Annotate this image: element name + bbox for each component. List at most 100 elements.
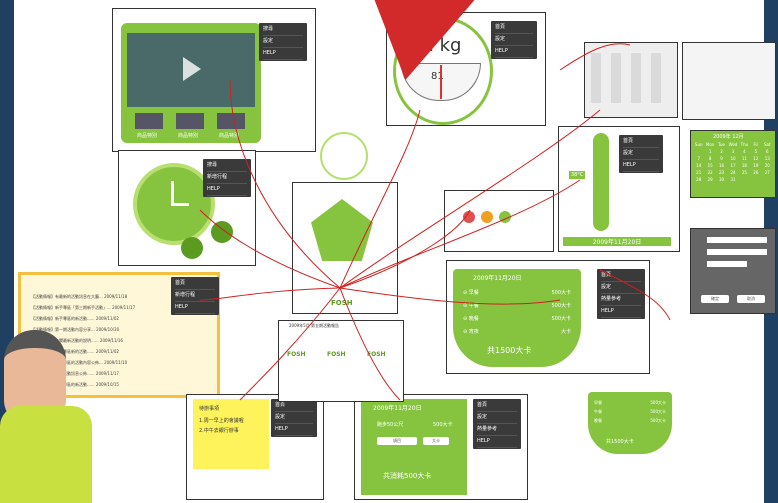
- list-item[interactable]: 【活動情報】第一期活動內容分享... 2009/10/30: [31, 327, 120, 332]
- menu-item[interactable]: HELP: [477, 436, 517, 448]
- calendar-date[interactable]: 27: [764, 170, 770, 175]
- settings-icon-grid[interactable]: [591, 53, 671, 103]
- list-item[interactable]: 【活動情報】新手專區的活動內容公佈... 2009/11/10: [31, 360, 128, 365]
- calendar-date[interactable]: 31: [730, 177, 736, 182]
- video-thumb[interactable]: [135, 113, 163, 129]
- menu-item[interactable]: HELP: [175, 302, 215, 314]
- menu-item[interactable]: 熱量參考: [477, 424, 517, 436]
- calendar-date[interactable]: 30: [719, 177, 725, 182]
- video-thumb[interactable]: [217, 113, 245, 129]
- calendar-date[interactable]: 12: [753, 156, 759, 161]
- list-item[interactable]: 【活動情報】有最新的活動訊息在大廳... 2009/11/18: [31, 294, 128, 299]
- calendar-date[interactable]: 19: [753, 163, 759, 168]
- menu-item[interactable]: 新增行程: [175, 290, 215, 302]
- calendar-date[interactable]: 29: [707, 177, 713, 182]
- calendar-date[interactable]: 22: [707, 170, 713, 175]
- scale-menu[interactable]: 首頁 設定 HELP: [491, 21, 537, 59]
- calendar-date[interactable]: 18: [741, 163, 747, 168]
- calendar-date[interactable]: 13: [764, 156, 770, 161]
- calendar-date[interactable]: 11: [741, 156, 747, 161]
- record-button[interactable]: [181, 237, 203, 259]
- exercise-field[interactable]: 大卡: [423, 437, 449, 445]
- list-item[interactable]: 【活動情報】新手專區「第三期新手活動」... 2009/11/17: [31, 305, 136, 310]
- calendar-date[interactable]: 9: [720, 156, 723, 161]
- play-icon[interactable]: [183, 57, 201, 81]
- calendar-date[interactable]: 3: [731, 149, 735, 154]
- list-menu[interactable]: 首頁 新增行程 HELP: [171, 277, 219, 315]
- menu-item[interactable]: HELP: [495, 46, 533, 58]
- todo-menu[interactable]: 首頁 設定 HELP: [271, 399, 317, 437]
- list-item[interactable]: 【活動情報】有關最新活動的說明...... 2009/11/16: [31, 338, 123, 343]
- menu-item[interactable]: 設定: [601, 282, 641, 294]
- calendar-date[interactable]: 23: [719, 170, 725, 175]
- video-screen[interactable]: [127, 33, 255, 107]
- calendar-date[interactable]: [750, 176, 761, 183]
- menu-item[interactable]: 首頁: [275, 400, 313, 412]
- menu-item[interactable]: 新增行程: [207, 172, 247, 184]
- menu-item[interactable]: 設定: [495, 34, 533, 46]
- menu-item[interactable]: HELP: [601, 306, 641, 318]
- menu-item[interactable]: 設定: [275, 412, 313, 424]
- cancel-button[interactable]: 取消: [737, 295, 765, 303]
- video-menu[interactable]: 搜尋 設定 HELP: [259, 23, 307, 61]
- menu-item[interactable]: HELP: [207, 184, 247, 196]
- calendar-date[interactable]: 8: [708, 156, 712, 161]
- list-item[interactable]: 【活動情報】新手專區的新活動...... 2009/10/15: [31, 382, 119, 387]
- calendar-date[interactable]: 20: [764, 163, 770, 168]
- calendar-date[interactable]: 26: [753, 170, 759, 175]
- meal-menu[interactable]: 首頁 設定 熱量參考 HELP: [597, 269, 645, 319]
- menu-item[interactable]: 首頁: [495, 22, 533, 34]
- calendar-date[interactable]: 15: [707, 163, 713, 168]
- thermo-menu[interactable]: 首頁 設定 HELP: [619, 135, 663, 173]
- video-thumb[interactable]: [176, 113, 204, 129]
- calendar-date[interactable]: 28: [696, 177, 702, 182]
- todo-item[interactable]: 1.周一早上的會議喔: [199, 418, 244, 424]
- calendar-date[interactable]: 1: [708, 149, 712, 154]
- login-field[interactable]: [707, 237, 767, 243]
- calendar-date[interactable]: 16: [719, 163, 725, 168]
- calendar-date[interactable]: 2: [720, 149, 723, 154]
- exercise-field[interactable]: 項目: [377, 437, 417, 445]
- menu-item[interactable]: 首頁: [601, 270, 641, 282]
- calendar-date[interactable]: 14: [696, 163, 702, 168]
- calendar-date[interactable]: 17: [730, 163, 736, 168]
- calendar-date[interactable]: 24: [730, 170, 736, 175]
- menu-item[interactable]: 設定: [477, 412, 517, 424]
- menu-item[interactable]: 搜尋: [263, 24, 303, 36]
- menu-item[interactable]: 首頁: [623, 136, 659, 148]
- menu-item[interactable]: 首頁: [175, 278, 215, 290]
- calendar-date[interactable]: 10: [730, 156, 736, 161]
- calendar-date[interactable]: 6: [766, 149, 769, 154]
- menu-item[interactable]: 首頁: [477, 400, 517, 412]
- list-item[interactable]: 【活動情報】新手專區新的活動...... 2009/11/02: [31, 349, 119, 354]
- menu-item[interactable]: 熱量參考: [601, 294, 641, 306]
- menu-item[interactable]: HELP: [263, 48, 303, 60]
- menu-item[interactable]: 設定: [623, 148, 659, 160]
- calendar-date[interactable]: [693, 148, 704, 155]
- menu-item[interactable]: 搜尋: [207, 160, 247, 172]
- calendar-date[interactable]: 7: [697, 156, 700, 161]
- list-item[interactable]: 【活動情報】新手專區的新活動...... 2009/11/02: [31, 316, 119, 321]
- menu-item[interactable]: HELP: [275, 424, 313, 436]
- meal-row[interactable]: ⊖ 宵夜大卡: [463, 326, 571, 339]
- calendar-date[interactable]: [739, 176, 750, 183]
- clock-menu[interactable]: 搜尋 新增行程 HELP: [203, 159, 251, 197]
- calendar-date[interactable]: 5: [754, 149, 758, 154]
- menu-item[interactable]: 設定: [263, 36, 303, 48]
- login-field[interactable]: [707, 249, 767, 255]
- menu-item[interactable]: HELP: [623, 160, 659, 172]
- calendar-date[interactable]: 4: [743, 149, 746, 154]
- list-item[interactable]: 【活動情報】最新活動訊息公佈...... 2009/11/17: [31, 371, 119, 376]
- view-button[interactable]: [211, 221, 233, 243]
- ok-button[interactable]: 確定: [701, 295, 729, 303]
- todo-item[interactable]: 2.中午去銀行辦事: [199, 428, 239, 434]
- exercise-menu[interactable]: 首頁 設定 熱量參考 HELP: [473, 399, 521, 449]
- login-field[interactable]: [707, 261, 747, 267]
